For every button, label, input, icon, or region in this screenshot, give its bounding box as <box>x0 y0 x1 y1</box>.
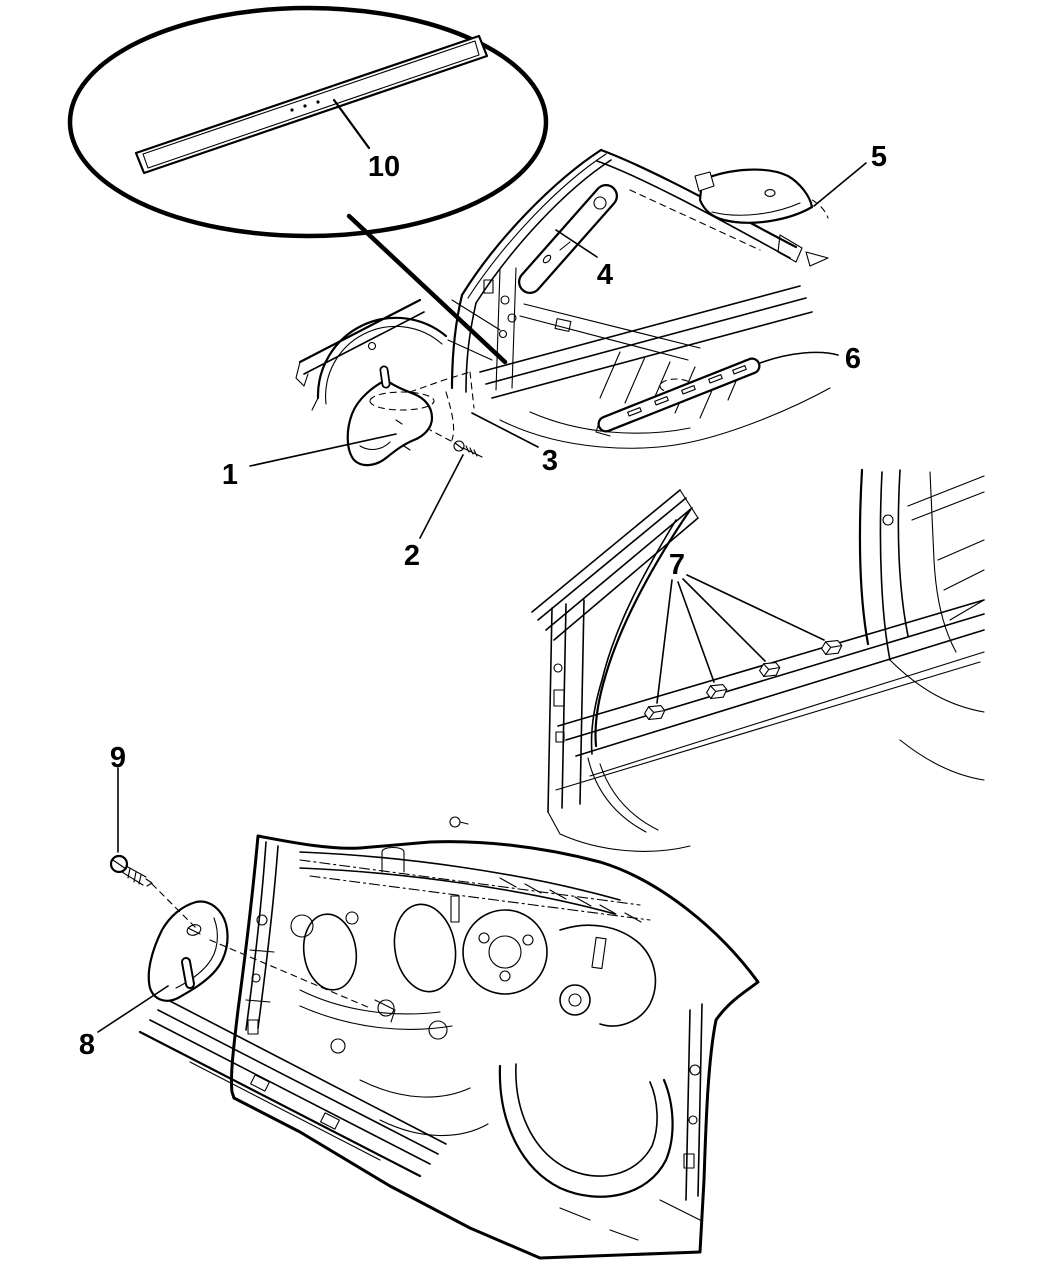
callout-7-leaders <box>656 574 825 704</box>
callout-10-leader <box>332 98 371 150</box>
screw-part-9 <box>109 854 153 887</box>
callout-5-leader <box>813 162 867 207</box>
callout-1-leader <box>249 433 397 467</box>
transmission-tunnel <box>498 1063 674 1198</box>
callout-label-7: 7 <box>669 549 685 581</box>
callout-8-leader <box>97 985 169 1033</box>
windshield-frame <box>450 148 829 393</box>
hinge-pillar-structure <box>447 267 701 391</box>
front-body-structure-view <box>249 148 867 539</box>
callout-label-9: 9 <box>110 742 126 774</box>
callout-label-4: 4 <box>597 259 613 291</box>
callout-label-5: 5 <box>871 141 887 173</box>
callout-4-leader <box>555 229 598 258</box>
magnifier-ellipse <box>67 5 549 239</box>
header-trim-part-5 <box>694 168 814 224</box>
callout-label-3: 3 <box>542 445 558 477</box>
rocker-sill-rails <box>555 599 985 791</box>
kick-panel-part-1 <box>346 365 475 467</box>
cowl-panel-view <box>97 767 760 1260</box>
cover-part-8 <box>147 900 229 1002</box>
floor-sill-structure <box>479 285 831 449</box>
hinge-pillar-column <box>547 599 691 852</box>
a-pillar-stub-rails <box>531 489 699 641</box>
front-fender-structure <box>295 298 448 411</box>
body-side-aperture-view <box>449 468 985 852</box>
sill-scuff-plate-detail <box>134 34 489 175</box>
callout-labels: 1 2 3 4 5 6 7 8 9 10 <box>79 141 887 1061</box>
callout-label-1: 1 <box>222 459 238 491</box>
loose-bolt-detail <box>449 816 469 828</box>
screw-alignment-line <box>151 883 371 1009</box>
callout-label-10: 10 <box>368 151 400 183</box>
retainer-clips-part-7 <box>644 640 843 721</box>
sill-scuff-plate-part-6 <box>595 357 761 437</box>
b-pillar-structure <box>858 468 985 781</box>
a-pillar-trim-part-4 <box>518 184 618 294</box>
callout-6-leader <box>759 351 839 364</box>
magnifier-pointer-line <box>346 213 508 365</box>
door-opening-edge <box>590 508 692 755</box>
callout-3-leader <box>471 412 539 448</box>
screw-part-2 <box>429 429 483 458</box>
callout-2-leader <box>419 454 464 539</box>
callout-label-8: 8 <box>79 1029 95 1061</box>
cowl-silhouette <box>229 834 760 1260</box>
dash-panel-openings <box>290 895 657 1054</box>
callout-label-2: 2 <box>404 540 420 572</box>
cowl-top-band <box>299 846 651 923</box>
right-hinge-pillar-details <box>374 999 703 1241</box>
magnified-sill-plate-view <box>67 5 549 365</box>
callout-label-6: 6 <box>845 343 861 375</box>
floor-rails <box>138 999 489 1178</box>
